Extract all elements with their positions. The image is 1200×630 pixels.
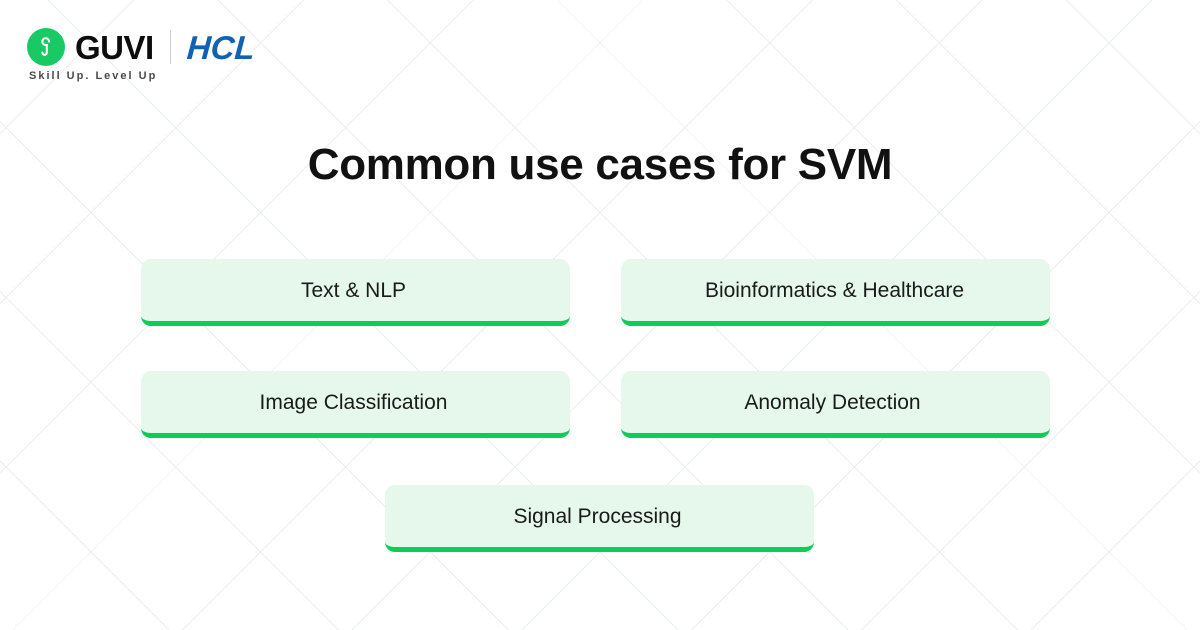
use-case-label: Signal Processing (513, 504, 682, 528)
guvi-circle-g-icon (27, 28, 65, 66)
guvi-wordmark: GUVI (75, 28, 154, 66)
use-case-label: Bioinformatics & Healthcare (704, 278, 965, 302)
hcl-wordmark: HCL (185, 28, 256, 66)
brand-divider (169, 30, 171, 64)
use-case-label: Text & NLP (300, 278, 407, 302)
brand-lockup: GUVI HCL Skill Up. Level Up (27, 28, 256, 82)
use-case-label: Image Classification (259, 390, 448, 414)
use-case-card-text-nlp: Text & NLP (141, 259, 570, 326)
use-case-card-bioinformatics-healthcare: Bioinformatics & Healthcare (621, 259, 1050, 326)
brand-logos-row: GUVI HCL (27, 28, 256, 66)
use-case-label: Anomaly Detection (744, 390, 921, 414)
use-case-card-signal-processing: Signal Processing (385, 485, 814, 552)
use-case-card-anomaly-detection: Anomaly Detection (621, 371, 1050, 438)
page-title: Common use cases for SVM (307, 140, 893, 189)
use-case-card-image-classification: Image Classification (141, 371, 570, 438)
brand-tagline: Skill Up. Level Up (29, 70, 158, 82)
